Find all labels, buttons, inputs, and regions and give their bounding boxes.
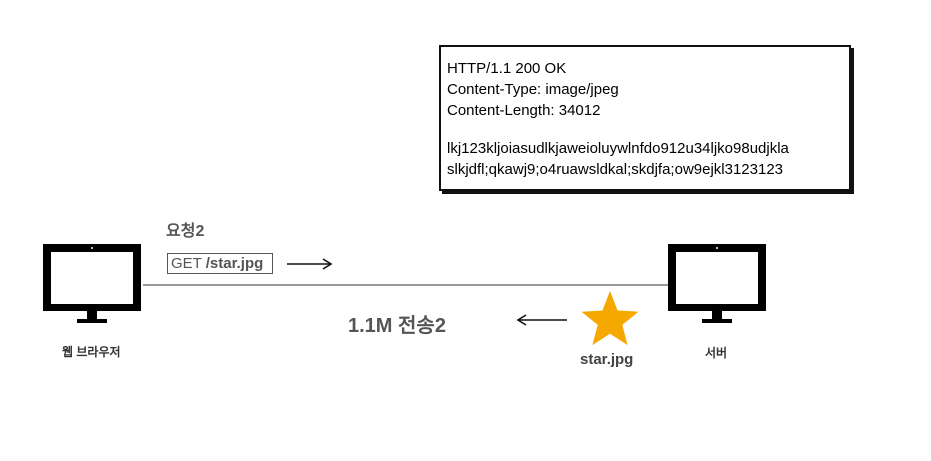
- response-content-length: Content-Length: 34012: [447, 102, 601, 119]
- file-label: star.jpg: [580, 351, 634, 368]
- client-label: 웹 브라우저: [62, 345, 121, 359]
- response-body-line-1: lkj123kljoiasudlkjaweioluywlnfdo912u34lj…: [447, 140, 789, 157]
- request-path: /star.jpg: [205, 255, 264, 272]
- request-line-box: GET /star.jpg: [167, 253, 273, 274]
- request-title: 요청2: [166, 223, 205, 240]
- transfer-label: 1.1M 전송2: [348, 315, 446, 337]
- request-method: GET: [171, 255, 202, 272]
- server-label: 서버: [705, 346, 728, 360]
- star-icon: [581, 291, 639, 346]
- http-response-box: HTTP/1.1 200 OK Content-Type: image/jpeg…: [439, 45, 851, 191]
- client-monitor-icon: [43, 244, 141, 323]
- response-arrow-icon: [516, 314, 567, 326]
- response-status-line: HTTP/1.1 200 OK: [447, 60, 567, 77]
- request-arrow-icon: [287, 258, 333, 270]
- response-content-type: Content-Type: image/jpeg: [447, 81, 619, 98]
- response-body-line-2: slkjdfl;qkawj9;o4ruawsldkal;skdjfa;ow9ej…: [447, 161, 784, 178]
- server-monitor-icon: [668, 244, 766, 323]
